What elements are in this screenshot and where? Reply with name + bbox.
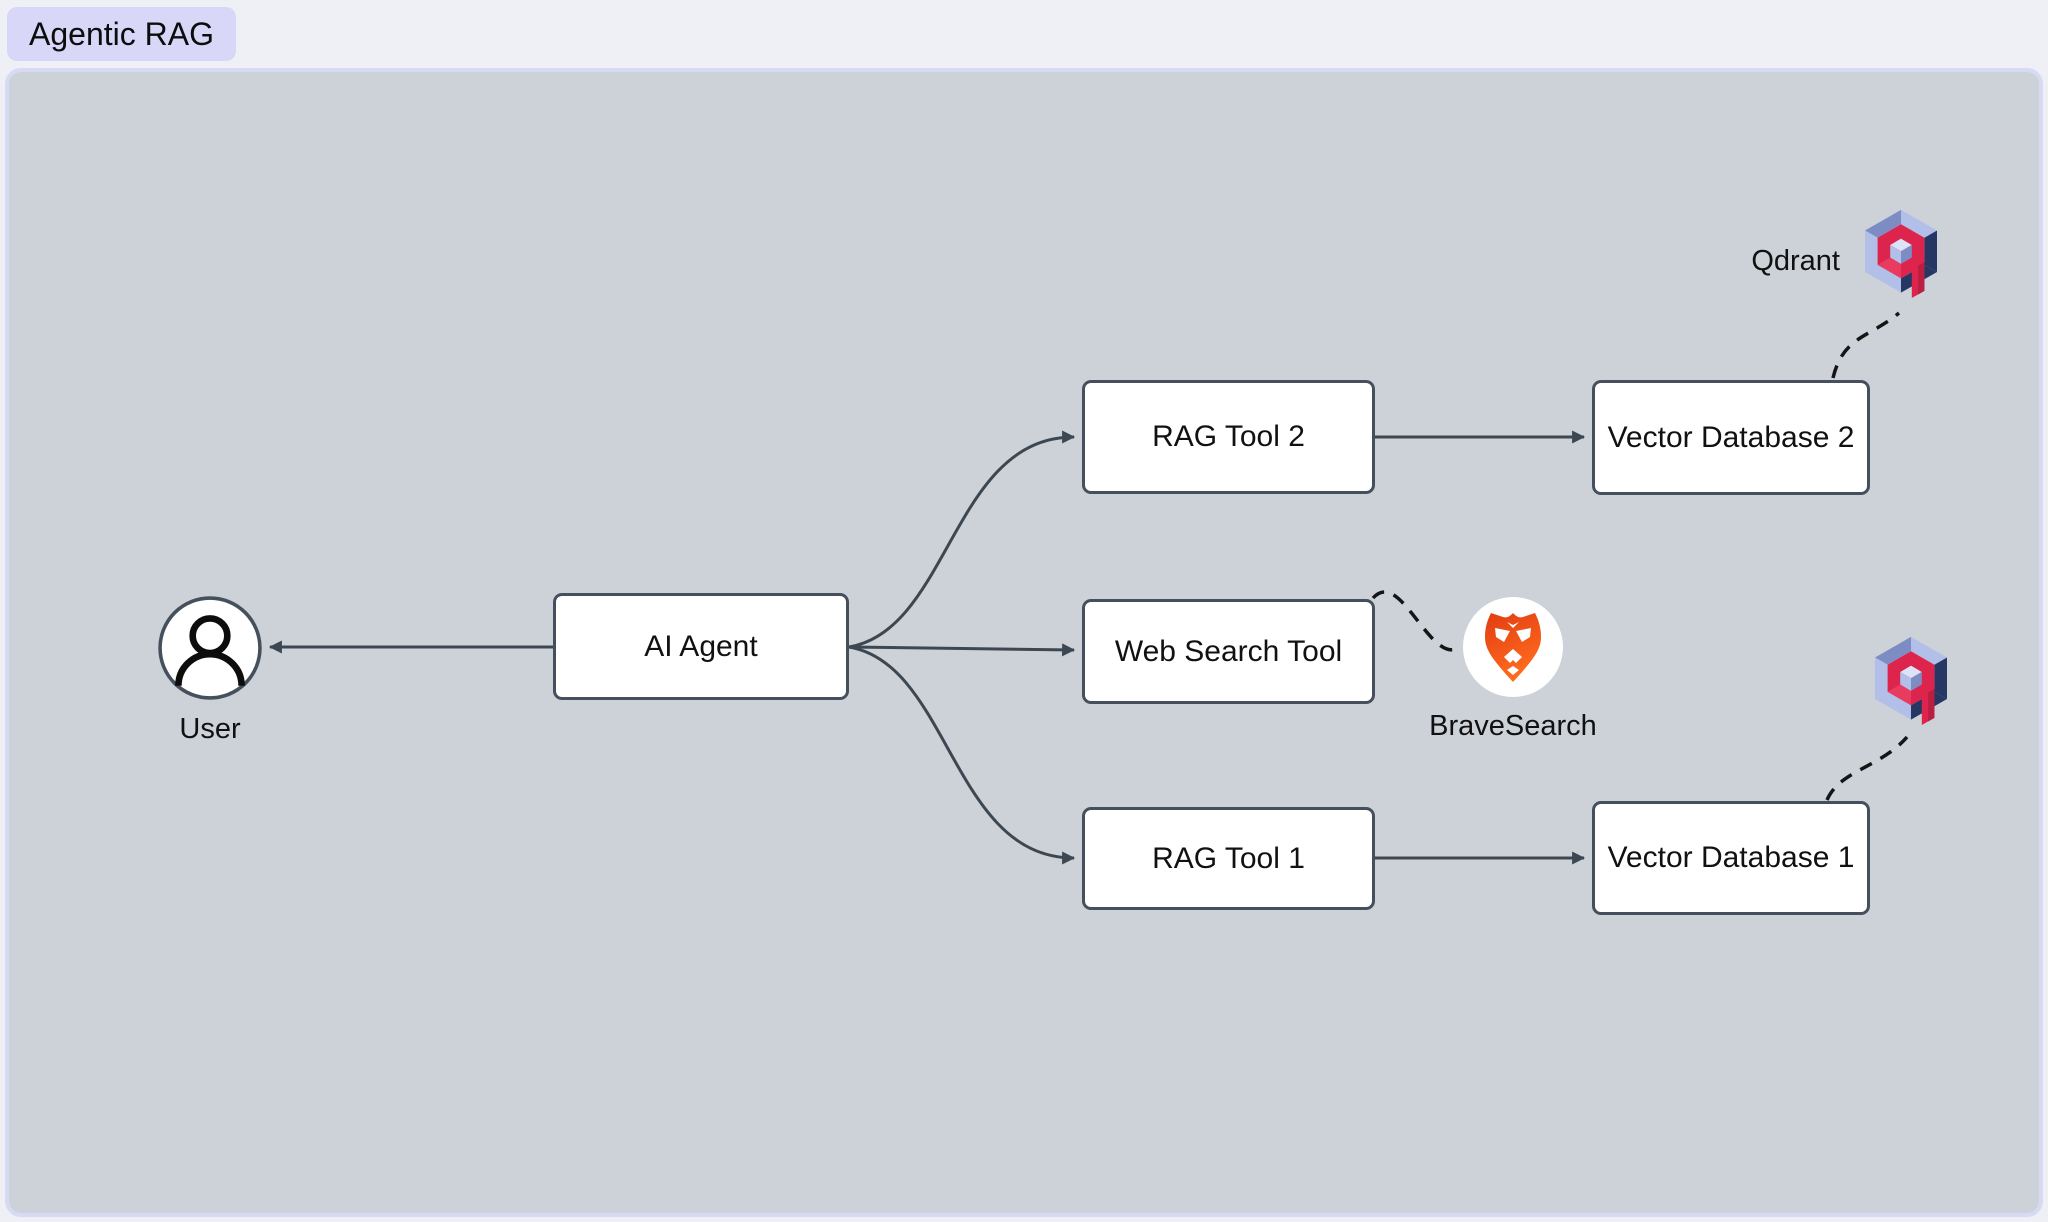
logo-qdrant-top[interactable]	[1856, 206, 1946, 310]
node-user[interactable]	[157, 595, 263, 701]
brave-lion-icon	[1463, 597, 1563, 697]
node-label: Web Search Tool	[1114, 634, 1343, 668]
qdrant-icon	[1865, 209, 1937, 299]
node-web-search-tool[interactable]: Web Search Tool	[1082, 599, 1375, 704]
edge-vdb1-qdrant-dashed	[1825, 735, 1909, 801]
node-label: RAG Tool 2	[1152, 420, 1305, 453]
user-icon	[158, 596, 262, 700]
node-label: AI Agent	[644, 629, 758, 663]
logo-brave[interactable]	[1463, 597, 1563, 697]
edge-aiagent-websearch	[848, 643, 1076, 657]
qdrant-label: Qdrant	[1751, 245, 1840, 277]
qdrant-icon	[1875, 636, 1947, 726]
user-label: User	[179, 713, 241, 745]
edge-aiagent-ragtool2	[848, 430, 1076, 649]
node-ai-agent[interactable]: AI Agent	[553, 593, 849, 700]
bravesearch-label: BraveSearch	[1429, 710, 1597, 742]
diagram-canvas[interactable]	[5, 68, 2043, 1217]
edge-aiagent-ragtool1	[848, 645, 1076, 865]
node-rag-tool-2[interactable]: RAG Tool 2	[1082, 380, 1375, 494]
node-label: Vector Database 2	[1607, 420, 1855, 454]
logo-qdrant-bottom[interactable]	[1866, 633, 1956, 737]
node-rag-tool-1[interactable]: RAG Tool 1	[1082, 807, 1375, 910]
page-title: Agentic RAG	[7, 7, 236, 62]
edge-vdb2-qdrant-dashed	[1831, 311, 1901, 379]
node-vector-database-1[interactable]: Vector Database 1	[1592, 801, 1870, 915]
edge-websearch-brave-dashed	[1371, 590, 1458, 652]
node-label: RAG Tool 1	[1152, 841, 1305, 875]
node-label: Vector Database 1	[1607, 841, 1855, 874]
node-vector-database-2[interactable]: Vector Database 2	[1592, 380, 1870, 495]
